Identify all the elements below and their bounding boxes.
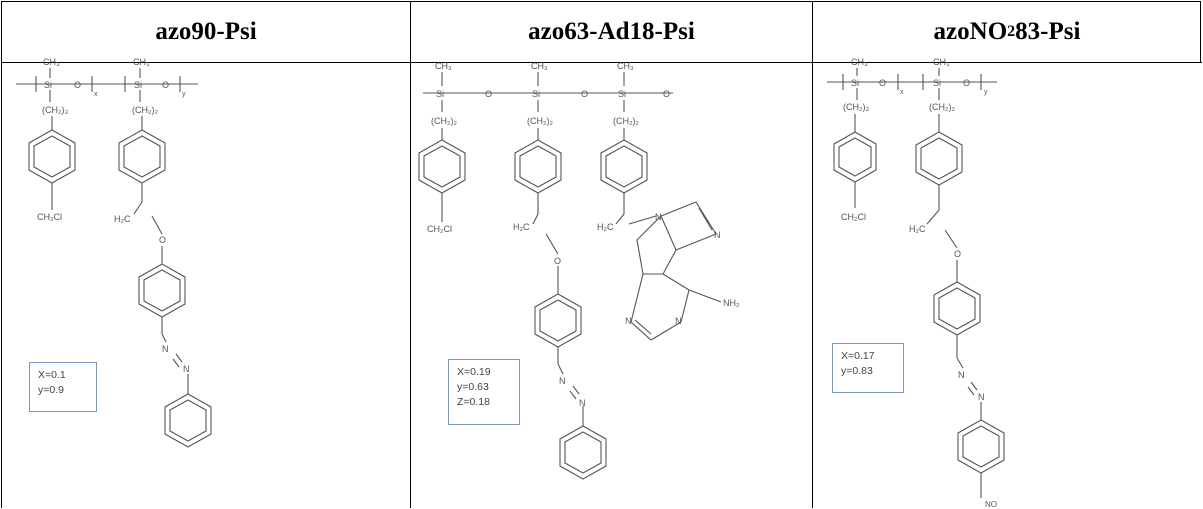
svg-text:y: y: [984, 89, 988, 96]
svg-text:(CH₂)₂: (CH₂)₂: [431, 116, 457, 126]
svg-text:NH₂: NH₂: [723, 298, 740, 308]
svg-text:Si: Si: [436, 89, 444, 99]
svg-text:CH₃: CH₃: [851, 57, 868, 67]
svg-text:N: N: [675, 316, 682, 326]
svg-text:N: N: [625, 316, 632, 326]
svg-text:O: O: [485, 89, 492, 99]
svg-text:CH₃: CH₃: [133, 57, 150, 67]
svg-text:N: N: [958, 370, 965, 380]
svg-text:H₂C: H₂C: [513, 222, 530, 232]
fraction-box-azo63: X=0.19 y=0.63 Z=0.18: [448, 359, 520, 425]
svg-text:Si: Si: [532, 89, 540, 99]
header-divider: [2, 62, 1202, 63]
svg-text:Si: Si: [44, 80, 52, 90]
column-divider: [1200, 2, 1201, 62]
svg-text:O: O: [663, 89, 670, 99]
fraction-box-azono2: X=0.17 y=0.83: [832, 343, 904, 393]
svg-text:CH₂Cl: CH₂Cl: [37, 212, 62, 222]
svg-text:(CH₂)₂: (CH₂)₂: [132, 105, 158, 115]
svg-text:N: N: [559, 376, 566, 386]
svg-text:Si: Si: [134, 80, 142, 90]
svg-text:(CH₂)₂: (CH₂)₂: [929, 102, 955, 112]
svg-text:CH₃: CH₃: [617, 61, 634, 71]
structure-azono2-83-psi: CH₃ CH₃ Si Si O O x y (CH₂)₃ (CH₂)₂ CH₂C…: [827, 57, 1005, 508]
svg-text:CH₃: CH₃: [531, 61, 548, 71]
svg-text:N: N: [978, 392, 985, 402]
svg-text:O: O: [554, 256, 561, 266]
structure-azo63-ad18-psi: CH₃ CH₃ CH₃ Si Si Si O O O (CH₂)₂ (CH₂)₂…: [418, 61, 740, 480]
svg-text:CH₃: CH₃: [933, 57, 950, 67]
svg-text:(CH₂)₃: (CH₂)₃: [843, 102, 869, 112]
column-divider: [410, 2, 411, 508]
svg-text:Si: Si: [851, 78, 859, 88]
header-azo90-psi: azo90-Psi: [155, 18, 257, 45]
svg-text:(CH₂)₃: (CH₂)₃: [42, 105, 68, 115]
svg-text:CH₂Cl: CH₂Cl: [841, 212, 866, 222]
svg-text:x: x: [94, 91, 98, 98]
svg-text:O: O: [74, 80, 81, 90]
svg-text:O: O: [954, 249, 961, 259]
structure-azo90-psi: CH₃ CH₃ Si Si O O x y (CH₂)₃ (CH₂)₂ CH₂C…: [16, 57, 212, 448]
svg-text:H₂C: H₂C: [114, 214, 131, 224]
svg-text:N: N: [183, 364, 190, 374]
svg-text:Si: Si: [618, 89, 626, 99]
svg-text:O: O: [162, 80, 169, 90]
header-azo63-ad18-psi: azo63-Ad18-Psi: [528, 18, 695, 45]
svg-text:N: N: [162, 344, 169, 354]
svg-text:O: O: [963, 78, 970, 88]
svg-text:x: x: [900, 89, 904, 96]
svg-text:O: O: [159, 235, 166, 245]
svg-text:N: N: [714, 230, 721, 240]
svg-text:(CH₂)₂: (CH₂)₂: [527, 116, 553, 126]
svg-text:NO: NO: [985, 500, 997, 508]
svg-text:N: N: [655, 212, 662, 222]
fraction-box-azo90: X=0.1 y=0.9: [29, 362, 97, 412]
svg-text:N: N: [579, 398, 586, 408]
svg-text:CH₂Cl: CH₂Cl: [427, 224, 452, 234]
svg-text:O: O: [581, 89, 588, 99]
svg-text:O: O: [879, 78, 886, 88]
svg-text:H₂C: H₂C: [597, 222, 614, 232]
svg-text:Si: Si: [933, 78, 941, 88]
svg-text:CH₃: CH₃: [435, 61, 452, 71]
svg-text:CH₃: CH₃: [43, 57, 60, 67]
svg-text:y: y: [182, 91, 186, 98]
svg-text:(CH₂)₂: (CH₂)₂: [613, 116, 639, 126]
column-divider: [812, 2, 813, 508]
svg-text:H₂C: H₂C: [909, 224, 926, 234]
